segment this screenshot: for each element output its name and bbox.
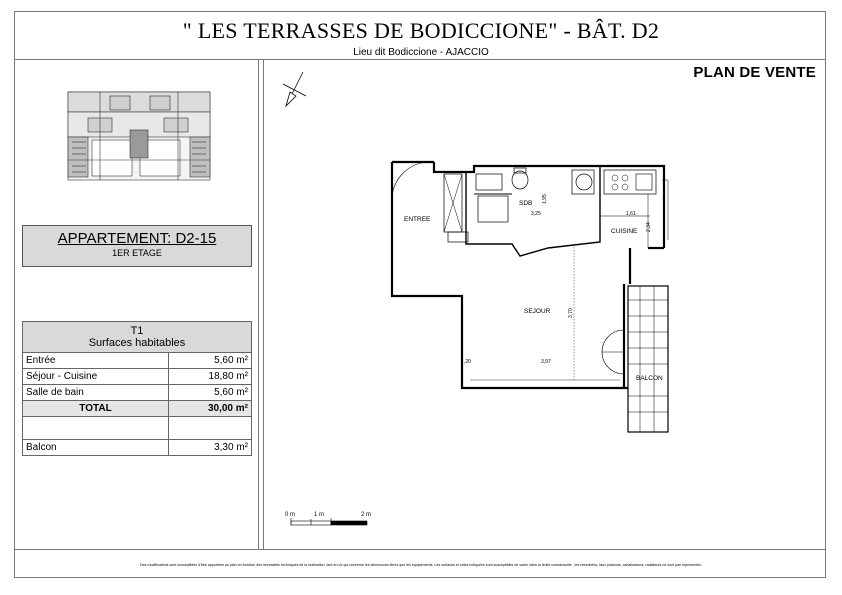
dim-cuisine-width: 1,61 [626, 211, 636, 217]
table-row: Séjour - Cuisine 18,80 m² [22, 368, 252, 385]
dim-small: ,20 [464, 359, 471, 365]
spacer-row [22, 416, 252, 440]
scale-label-2: 2 m [361, 512, 371, 518]
total-row: TOTAL 30,00 m² [22, 400, 252, 417]
room-label-sdb: SDB [519, 200, 532, 207]
dim-sdb-width: 3,25 [531, 211, 541, 217]
building-key-plan [67, 91, 211, 181]
apartment-name: APPARTEMENT: D2-15 [57, 230, 217, 247]
floor-plan [390, 160, 669, 433]
apartment-box: APPARTEMENT: D2-15 1ER ETAGE [22, 225, 252, 267]
dim-sejour-width: 3,97 [541, 359, 551, 365]
surfaces-header: T1 Surfaces habitables [22, 321, 252, 353]
column-divider-right [263, 59, 264, 549]
plan-type-label: PLAN DE VENTE [693, 64, 816, 81]
balcony-value: 3,30 m² [168, 439, 252, 456]
page-subtitle: Lieu dit Bodiccione - AJACCIO [353, 47, 489, 58]
apartment-floor: 1ER ETAGE [112, 248, 162, 258]
north-arrow-icon [282, 71, 307, 108]
room-label-entree: ENTREE [404, 216, 431, 223]
dim-sdb-height: 1,95 [542, 194, 548, 204]
header-divider [14, 59, 826, 60]
table-row: Balcon 3,30 m² [22, 439, 252, 456]
dim-sejour-height: 3,70 [568, 308, 574, 318]
room-label-cuisine: CUISINE [611, 228, 638, 235]
footer-divider [14, 549, 826, 550]
page-title: " LES TERRASSES DE BODICCIONE" - BÂT. D2 [182, 18, 660, 43]
surfaces-table: T1 Surfaces habitables Entrée 5,60 m² Sé… [22, 321, 252, 456]
scale-label-1: 1 m [314, 512, 324, 518]
surfaces-type: T1 [130, 325, 144, 337]
dim-cuisine-height: 2,34 [646, 222, 652, 232]
scale-label-0: 0 m [285, 512, 295, 518]
surfaces-heading: Surfaces habitables [88, 337, 186, 349]
page-frame [14, 11, 826, 578]
room-label-balcon: BALCON [636, 375, 663, 382]
footer-disclaimer: Des modifications sont susceptibles d'êt… [140, 563, 702, 567]
scale-bar: 0 m 1 m 2 m [285, 512, 371, 526]
room-label-sejour: SEJOUR [524, 308, 551, 315]
column-divider-left [258, 59, 259, 549]
